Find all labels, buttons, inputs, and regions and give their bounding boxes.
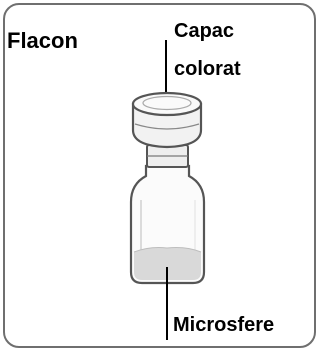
- cap-label-line2: colorat: [174, 58, 241, 80]
- microspheres-label: Microsfere: [173, 314, 275, 336]
- cap-ridge: [134, 123, 200, 130]
- microspheres-powder: [134, 247, 201, 280]
- cap-label-line1: Capac: [174, 20, 235, 42]
- cap-top-inner: [142, 95, 192, 111]
- diagram-title: Flacon: [7, 28, 78, 53]
- cap-skirt: [131, 102, 203, 149]
- powder-surface: [133, 247, 202, 253]
